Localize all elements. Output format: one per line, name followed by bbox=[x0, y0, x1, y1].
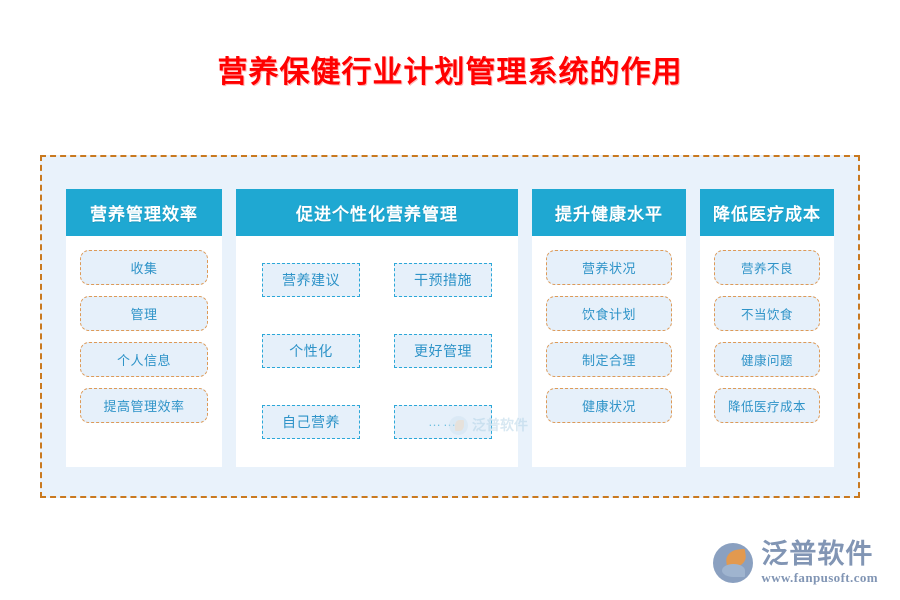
list-item[interactable]: 营养建议 bbox=[262, 262, 360, 297]
column-header: 营养管理效率 bbox=[66, 189, 222, 236]
list-item[interactable]: 营养不良 bbox=[714, 250, 820, 285]
list-item[interactable]: 健康状况 bbox=[546, 388, 672, 423]
page-title: 营养保健行业计划管理系统的作用 bbox=[217, 56, 683, 89]
fanpu-logo-icon bbox=[713, 542, 754, 583]
column-reduce-medical-cost: 降低医疗成本 营养不良 不当饮食 健康问题 降低医疗成本 bbox=[700, 189, 834, 467]
list-item[interactable]: 降低医疗成本 bbox=[714, 388, 820, 423]
brand-text: 泛普软件 www.fanpusoft.com bbox=[761, 539, 878, 585]
list-item[interactable]: 饮食计划 bbox=[546, 296, 672, 331]
column-improve-health-level: 提升健康水平 营养状况 饮食计划 制定合理 健康状况 bbox=[532, 189, 686, 467]
list-item[interactable]: 自己营养 bbox=[262, 404, 360, 439]
brand-logo: 泛普软件 www.fanpusoft.com bbox=[713, 541, 878, 584]
column-header: 促进个性化营养管理 bbox=[236, 189, 518, 236]
column-header: 降低医疗成本 bbox=[700, 189, 834, 236]
list-item[interactable]: 营养状况 bbox=[546, 250, 672, 285]
brand-name: 泛普软件 bbox=[761, 539, 874, 569]
column-items: 收集 管理 个人信息 提高管理效率 bbox=[66, 236, 222, 467]
diagram-container: 营养管理效率 收集 管理 个人信息 提高管理效率 促进个性化营养管理 营养建议 … bbox=[40, 155, 860, 498]
columns-row: 营养管理效率 收集 管理 个人信息 提高管理效率 促进个性化营养管理 营养建议 … bbox=[42, 157, 858, 496]
list-item[interactable]: 不当饮食 bbox=[714, 296, 820, 331]
list-item[interactable]: 更好管理 bbox=[394, 333, 492, 368]
list-item[interactable]: 健康问题 bbox=[714, 342, 820, 377]
column-items: 营养状况 饮食计划 制定合理 健康状况 bbox=[532, 236, 686, 467]
list-item[interactable]: 制定合理 bbox=[546, 342, 672, 377]
column-header: 提升健康水平 bbox=[532, 189, 686, 236]
list-item[interactable]: 收集 bbox=[80, 250, 208, 285]
column-nutrition-management-efficiency: 营养管理效率 收集 管理 个人信息 提高管理效率 bbox=[66, 189, 222, 467]
brand-url: www.fanpusoft.com bbox=[761, 570, 878, 585]
list-item[interactable]: 管理 bbox=[80, 296, 208, 331]
column-items: 营养建议 干预措施 个性化 更好管理 自己营养 …… bbox=[236, 236, 518, 467]
column-personalized-nutrition-management: 促进个性化营养管理 营养建议 干预措施 个性化 更好管理 自己营养 …… bbox=[236, 189, 518, 467]
list-item-ellipsis[interactable]: …… bbox=[394, 404, 492, 439]
list-item[interactable]: 个性化 bbox=[262, 333, 360, 368]
list-item[interactable]: 干预措施 bbox=[394, 262, 492, 297]
list-item[interactable]: 个人信息 bbox=[80, 342, 208, 377]
column-items: 营养不良 不当饮食 健康问题 降低医疗成本 bbox=[700, 236, 834, 467]
list-item[interactable]: 提高管理效率 bbox=[80, 388, 208, 423]
